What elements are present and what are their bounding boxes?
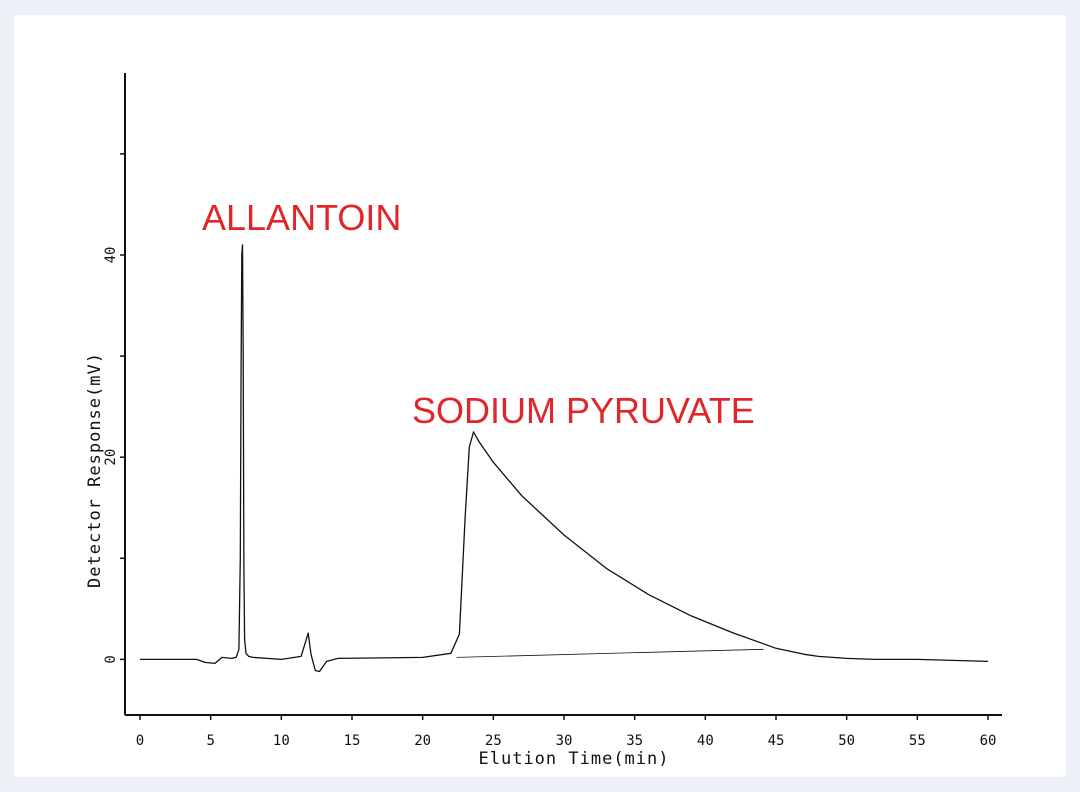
y-tick-label: 0 — [103, 655, 119, 663]
x-tick-label: 45 — [768, 733, 785, 749]
x-tick-label: 10 — [273, 733, 290, 749]
x-tick-label: 25 — [485, 733, 502, 749]
chart-frame: 0 5 10 15 20 25 30 35 40 45 50 55 60 0 20 40 ALLANTOIN S… — [14, 15, 1066, 777]
x-tick-label: 30 — [556, 733, 573, 749]
x-tick-label: 0 — [136, 733, 144, 749]
chromatogram-trace — [140, 244, 989, 673]
baseline-segment — [456, 648, 764, 658]
x-tick-label: 50 — [838, 733, 855, 749]
x-tick-label: 5 — [206, 733, 214, 749]
annotation-allantoin: ALLANTOIN — [202, 197, 401, 238]
annotation-sodium-pyruvate: SODIUM PYRUVATE — [412, 390, 755, 431]
x-tick-label: 60 — [980, 733, 997, 749]
x-axis-title: Elution Time(min) — [479, 749, 670, 769]
y-tick-label: 20 — [103, 449, 119, 466]
x-tick-label: 55 — [909, 733, 926, 749]
x-tick-label: 40 — [697, 733, 714, 749]
annotations: ALLANTOIN SODIUM PYRUVATE — [202, 197, 755, 431]
x-tick-label: 35 — [626, 733, 643, 749]
x-tick-label: 20 — [414, 733, 431, 749]
y-axis-title: Detector Response(mV) — [85, 352, 105, 588]
y-tick-label: 40 — [103, 247, 119, 264]
chromatogram-chart: 0 5 10 15 20 25 30 35 40 45 50 55 60 0 20 40 ALLANTOIN S… — [85, 73, 1002, 769]
series-layer — [140, 244, 989, 673]
x-tick-label: 15 — [344, 733, 361, 749]
ticks: 0 5 10 15 20 25 30 35 40 45 50 55 60 0 20 40 — [103, 153, 997, 749]
